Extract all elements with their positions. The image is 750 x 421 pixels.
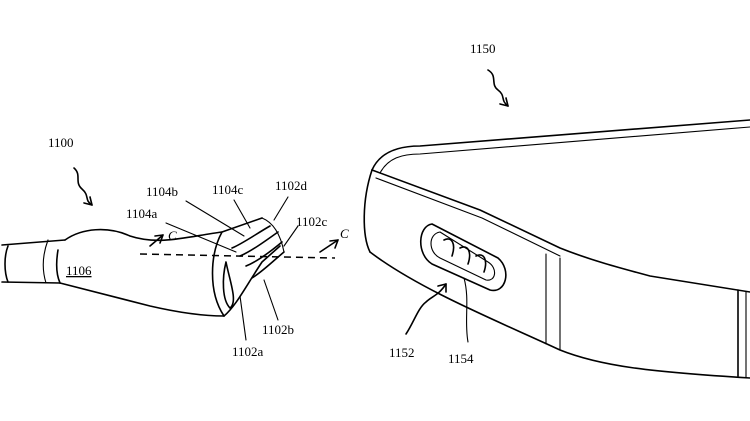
- label-recess-1104b: 1104b: [146, 184, 178, 199]
- device-drawing: [363, 69, 750, 379]
- label-port-1152: 1152: [389, 345, 415, 360]
- label-recess-1104a: 1104a: [126, 206, 158, 221]
- label-section-c-left: C: [168, 228, 177, 243]
- label-contact-1102b: 1102b: [262, 322, 294, 337]
- label-recess-1104c: 1104c: [212, 182, 244, 197]
- label-section-c-right: C: [340, 226, 349, 241]
- label-fig-1100: 1100: [48, 135, 74, 150]
- label-contact-1102d: 1102d: [275, 178, 308, 193]
- label-contact-1102a: 1102a: [232, 344, 264, 359]
- label-fig-1150: 1150: [470, 41, 496, 56]
- label-connector-body-1106: 1106: [66, 263, 92, 278]
- cable-connector-drawing: [1, 167, 339, 341]
- label-contact-1102c: 1102c: [296, 214, 328, 229]
- label-port-contacts-1154: 1154: [448, 351, 474, 366]
